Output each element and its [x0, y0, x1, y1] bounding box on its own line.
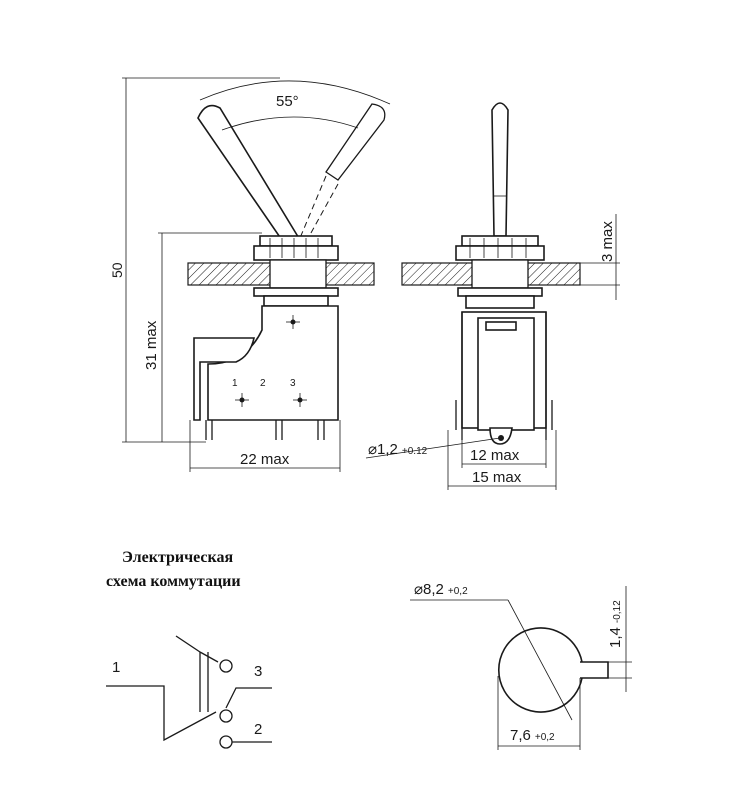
- front-view: 3 max ⌀1,2 +0.12 12 max 15 max: [365, 102, 620, 490]
- cutout-diameter-tol: +0,2: [448, 586, 468, 597]
- cutout-flat-value: 7,6: [510, 727, 531, 744]
- pin-diameter-value: 1,2: [377, 441, 398, 458]
- cutout-flat-tol: +0,2: [535, 732, 555, 743]
- nut-top: [259, 235, 333, 247]
- cutout-diameter-value: 8,2: [423, 581, 444, 598]
- svg-text:1,4-0,12: 1,4 -0,12: [607, 600, 624, 648]
- dim-height-max: 31 max: [143, 320, 160, 370]
- angle-label: 55°: [276, 93, 299, 110]
- side-view: 55° 1 2 3: [109, 77, 391, 472]
- lever-right-position-dashed: [299, 103, 386, 243]
- schematic-title-line1: Электрическая: [122, 549, 234, 566]
- terminal-label-3: 3: [290, 378, 296, 389]
- cutout-key: [580, 661, 609, 679]
- dim-panel: 3 max: [599, 221, 616, 262]
- schematic-terminal-2: 2: [254, 721, 262, 738]
- schematic-terminal-1: 1: [112, 659, 120, 676]
- dim-width-side: 22 max: [240, 451, 290, 468]
- washer: [253, 287, 339, 297]
- schematic-terminal-3: 3: [254, 663, 262, 680]
- switching-schematic: Электрическая схема коммутации 1 3 2: [106, 549, 272, 749]
- dim-inner-width: 12 max: [470, 447, 520, 464]
- cutout-key-tol: -0,12: [612, 600, 623, 623]
- nut: [253, 245, 339, 261]
- cutout-key-value: 1,4: [607, 627, 624, 648]
- contact-2: [219, 735, 233, 749]
- pin-diameter-symbol: ⌀: [368, 441, 377, 458]
- dim-outer-width: 15 max: [472, 469, 522, 486]
- nut-front: [455, 245, 545, 261]
- terminal-pins: [205, 420, 325, 440]
- contact-3: [219, 659, 233, 673]
- common-contact-line: [106, 685, 217, 742]
- terminal-label-2: 2: [260, 378, 266, 389]
- terminal-label-1: 1: [232, 378, 238, 389]
- screw-marks: [235, 315, 307, 407]
- dim-overall-height: 50: [109, 262, 125, 278]
- lever-front: [491, 102, 509, 237]
- cutout-diameter-symbol: ⌀: [414, 581, 423, 598]
- switch-body: [207, 305, 339, 421]
- contact-middle: [219, 709, 233, 723]
- mounting-cutout: ⌀8,2 +0,2 7,6 +0,2 1,4 -0,12: [410, 581, 632, 750]
- angle-arc-outer: [199, 80, 391, 105]
- contact-3-line: [225, 687, 272, 709]
- pin-diameter-tol: +0.12: [402, 446, 428, 457]
- dim-pin-leader: [365, 437, 501, 459]
- svg-text:⌀1,2+0.12: ⌀1,2 +0.12: [368, 441, 428, 458]
- schematic-title-line2: схема коммутации: [106, 573, 241, 590]
- diameter-leader: [507, 599, 573, 721]
- angle-arc-inner: [221, 116, 359, 131]
- cutout-circle: [497, 627, 583, 713]
- svg-text:7,6+0,2: 7,6 +0,2: [510, 727, 555, 744]
- svg-text:⌀8,2+0,2: ⌀8,2 +0,2: [414, 581, 468, 598]
- lever-left-position: [197, 104, 302, 247]
